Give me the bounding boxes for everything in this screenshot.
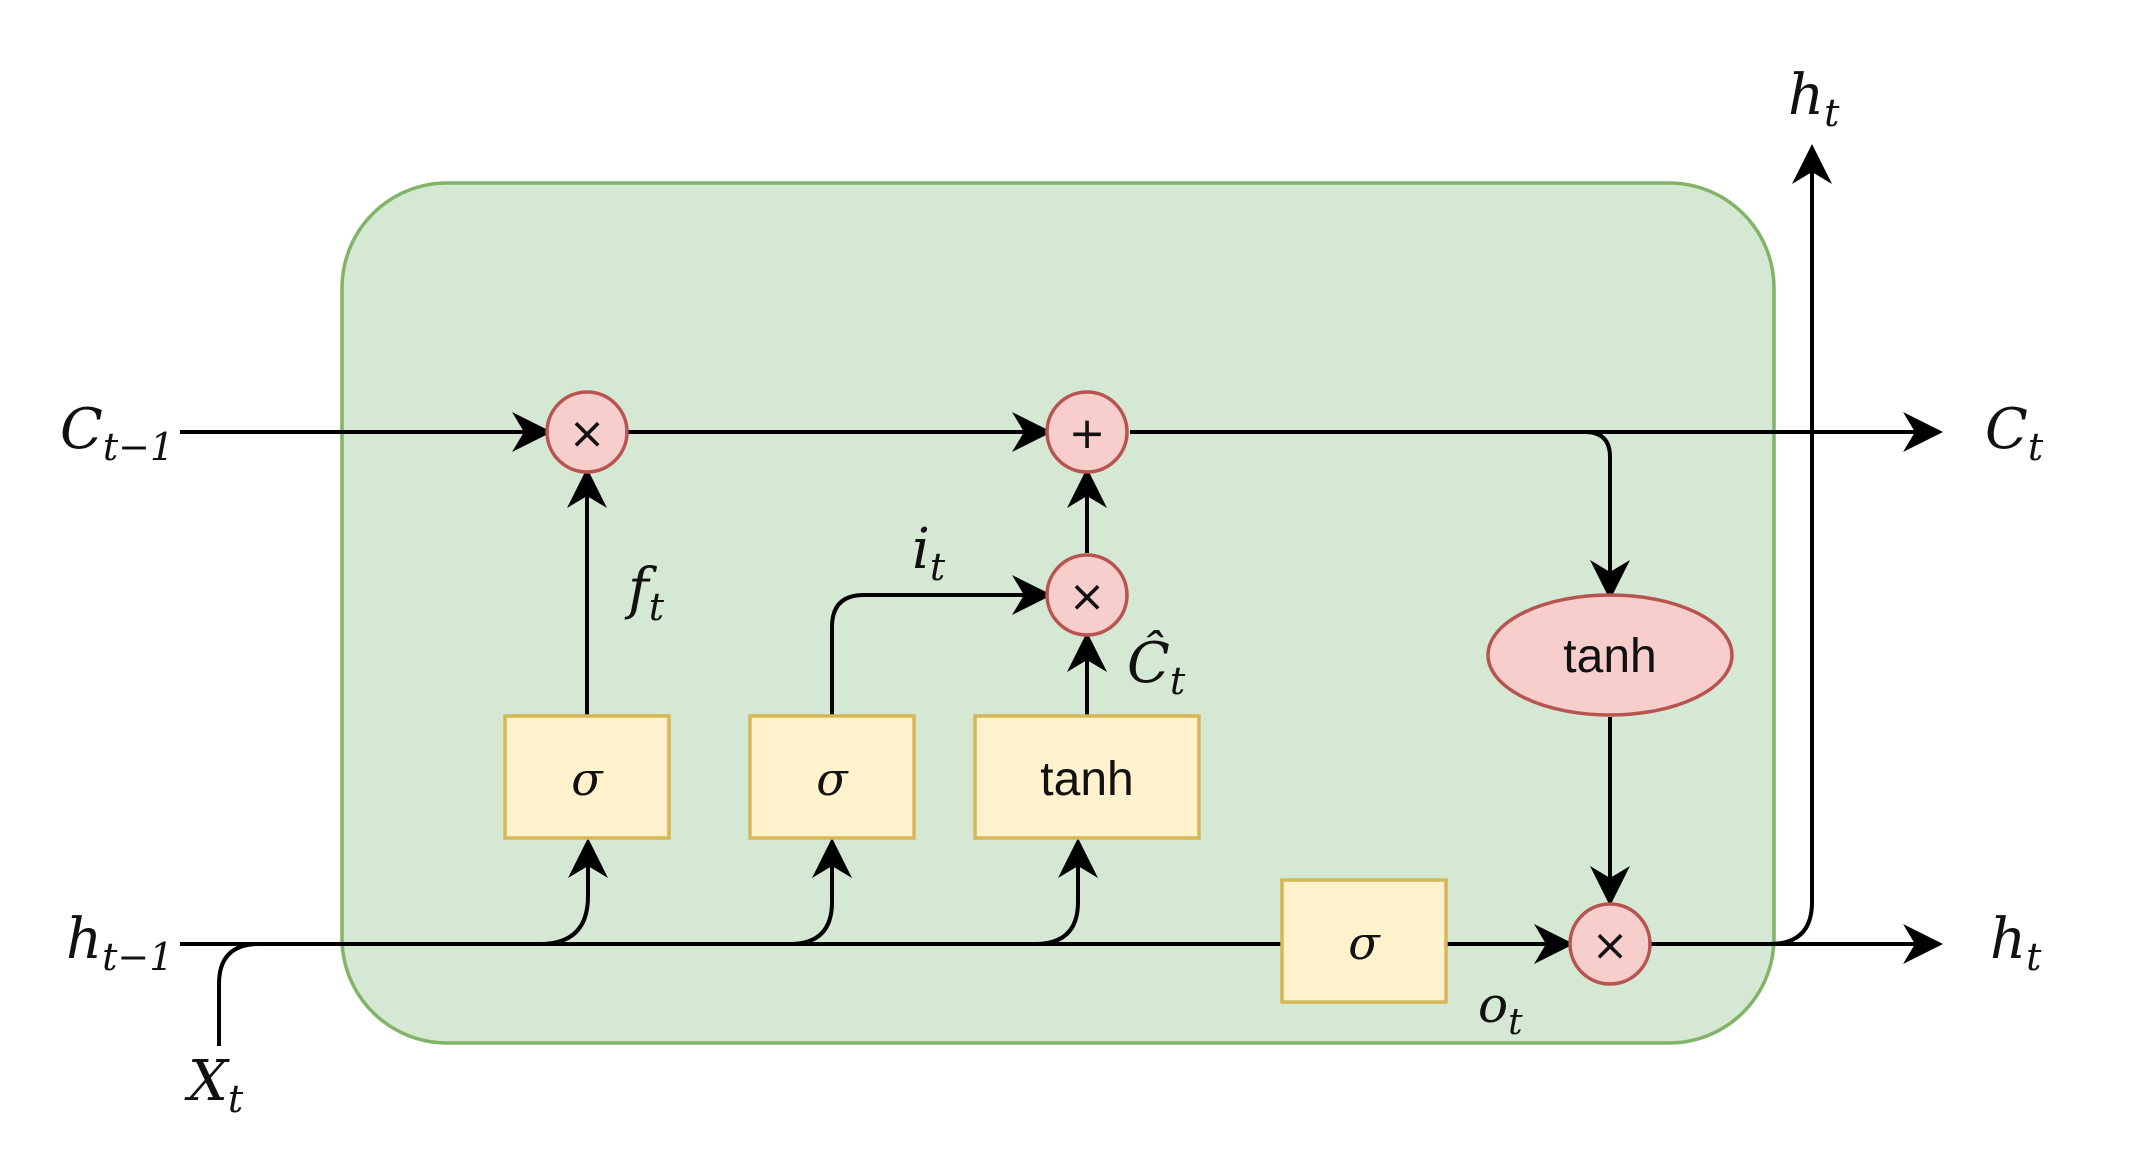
candidate-gate-label: tanh: [1040, 753, 1133, 806]
input-gate: σ: [748, 714, 916, 840]
candidate-gate: tanh: [973, 714, 1201, 840]
cell-tanh-node: tanh: [1486, 593, 1734, 717]
bus-to-candidate-wire: [1034, 838, 1098, 946]
output-gate: σ: [1280, 878, 1448, 1004]
bus-to-input-gate-wire: [789, 838, 852, 946]
input-multiply-node: ×: [1045, 553, 1129, 637]
cell-tanh-label: tanh: [1563, 630, 1656, 683]
forget-gate-label: σ: [571, 752, 604, 806]
input-gate-label: σ: [816, 752, 849, 806]
label-h-top: ht: [1788, 63, 1840, 135]
bus-to-forget-gate-wire: [539, 838, 608, 946]
multiply-icon: ×: [1592, 920, 1629, 971]
label-output-gate: ot: [1478, 976, 1523, 1043]
label-c-next: Ct: [1985, 397, 2044, 469]
multiply-icon: ×: [569, 408, 606, 459]
multiply-icon: ×: [1069, 571, 1106, 622]
forget-gate: σ: [503, 714, 671, 840]
label-h-next: ht: [1990, 907, 2042, 979]
cell-add-node: +: [1045, 390, 1129, 474]
label-c-prev: Ct−1: [60, 397, 174, 469]
output-multiply-node: ×: [1568, 902, 1652, 986]
cell-state-to-tanh-wire: [1180, 430, 1630, 600]
input-gate-output-wire: [830, 575, 1052, 716]
x-input-wire: [217, 942, 260, 1046]
hidden-up-wire: [1769, 144, 1832, 946]
label-x-input: Xt: [184, 1049, 244, 1121]
label-candidate: Ĉt: [1127, 629, 1186, 703]
forget-multiply-node: ×: [545, 390, 629, 474]
output-gate-label: σ: [1348, 916, 1381, 970]
label-h-prev: ht−1: [66, 907, 173, 979]
plus-icon: +: [1069, 408, 1106, 459]
label-input-gate: it: [912, 517, 946, 589]
